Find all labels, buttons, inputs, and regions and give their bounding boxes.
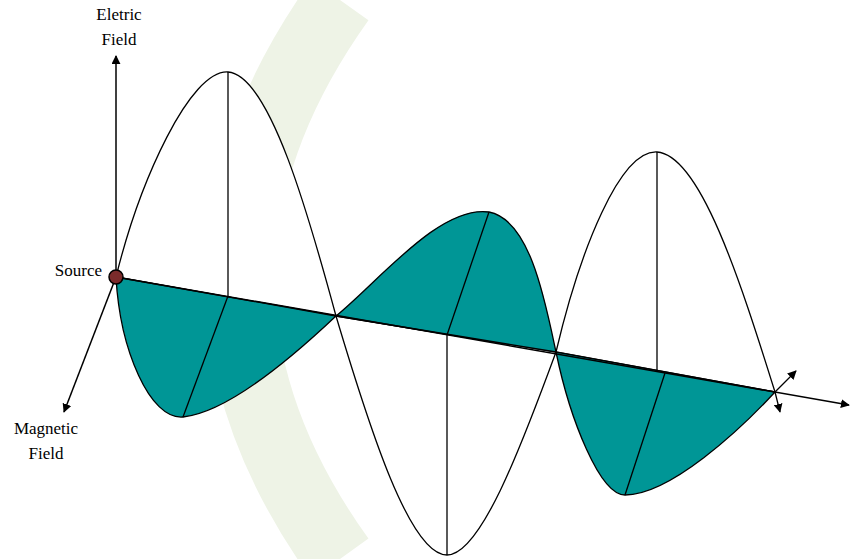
- magnetic-lobe: [116, 277, 336, 417]
- axis-label: Magnetic Field: [4, 416, 88, 466]
- oscillation-arrow: [775, 392, 780, 412]
- propagation-axis: [116, 277, 849, 405]
- amplitude-line: [625, 373, 665, 495]
- amplitude-line: [446, 335, 447, 555]
- source-dot: [109, 270, 123, 284]
- source-label: Source: [22, 258, 102, 283]
- electric-lobe: [556, 152, 775, 392]
- axis-label: Eletric Field: [84, 2, 154, 52]
- electric-lobe: [336, 316, 556, 555]
- amplitude-line: [183, 296, 228, 417]
- amplitude-line: [447, 212, 489, 335]
- oscillation-arrow: [775, 371, 796, 392]
- electric-axis: [115, 56, 117, 277]
- amplitude-line: [227, 72, 228, 296]
- magnetic-axis: [64, 277, 116, 412]
- magnetic-lobe: [336, 212, 556, 352]
- amplitude-line: [656, 152, 657, 371]
- electric-lobe: [116, 72, 336, 316]
